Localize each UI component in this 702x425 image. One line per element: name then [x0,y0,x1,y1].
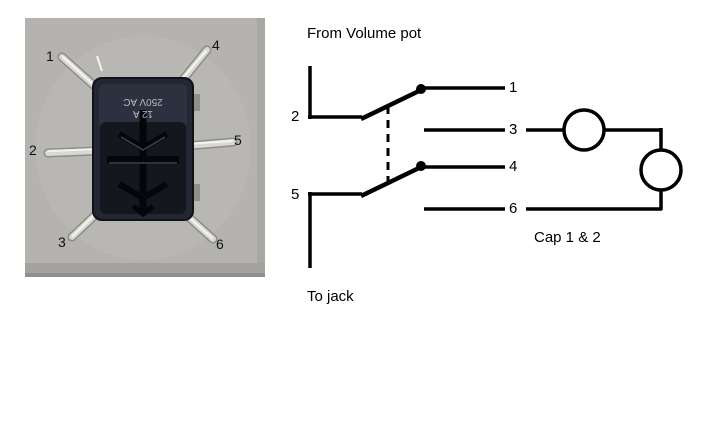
photo-scratch [96,55,103,72]
switch-marking: 12 A 250V AC [123,96,162,119]
contact-dots [416,84,426,171]
photo-pin-label-4: 4 [212,37,220,53]
photo-pin-label-5: 5 [234,132,242,148]
leg-5 [184,139,236,149]
from-volume-pot-label: From Volume pot [307,25,422,42]
photo-pin-label-1: 1 [46,48,54,64]
photo-edge-shadow [25,273,265,277]
leg-2 [45,148,100,156]
switch-marking-line2: 250V AC [123,96,162,107]
contact-dot-pole-2 [416,84,426,94]
photo-pin-label-2: 2 [29,142,37,158]
throw-1-label: 1 [509,79,518,96]
contact-dot-pole-5 [416,161,426,171]
molded-pattern [107,110,179,218]
capacitor-2-icon [639,148,683,192]
side-tab-bottom [191,184,200,201]
photo-pin-label-6: 6 [216,236,224,252]
schematic-wires [308,66,683,268]
throw-6-label: 6 [509,200,518,217]
switch-lever-pole-2 [360,87,422,122]
switch-photo-art: 12 A 250V AC [25,18,265,277]
to-jack-label: To jack [307,288,354,305]
pole-5-label: 5 [291,186,300,203]
photo-pin-label-3: 3 [58,234,66,250]
throw-3-label: 3 [509,121,518,138]
switch-photo: 12 A 250V AC [25,18,265,277]
photo-edge-bottom [25,263,265,273]
throw-4-label: 4 [509,158,518,175]
switch-body: 12 A 250V AC [92,55,200,221]
switch-lever-pole-5 [360,164,422,199]
photo-edge-right [257,18,265,277]
cap-1-2-label: Cap 1 & 2 [534,229,601,246]
capacitor-1-icon [562,108,606,152]
switch-marking-line1: 12 A [133,108,153,119]
side-tab-top [191,94,200,111]
pole-2-label: 2 [291,108,300,125]
